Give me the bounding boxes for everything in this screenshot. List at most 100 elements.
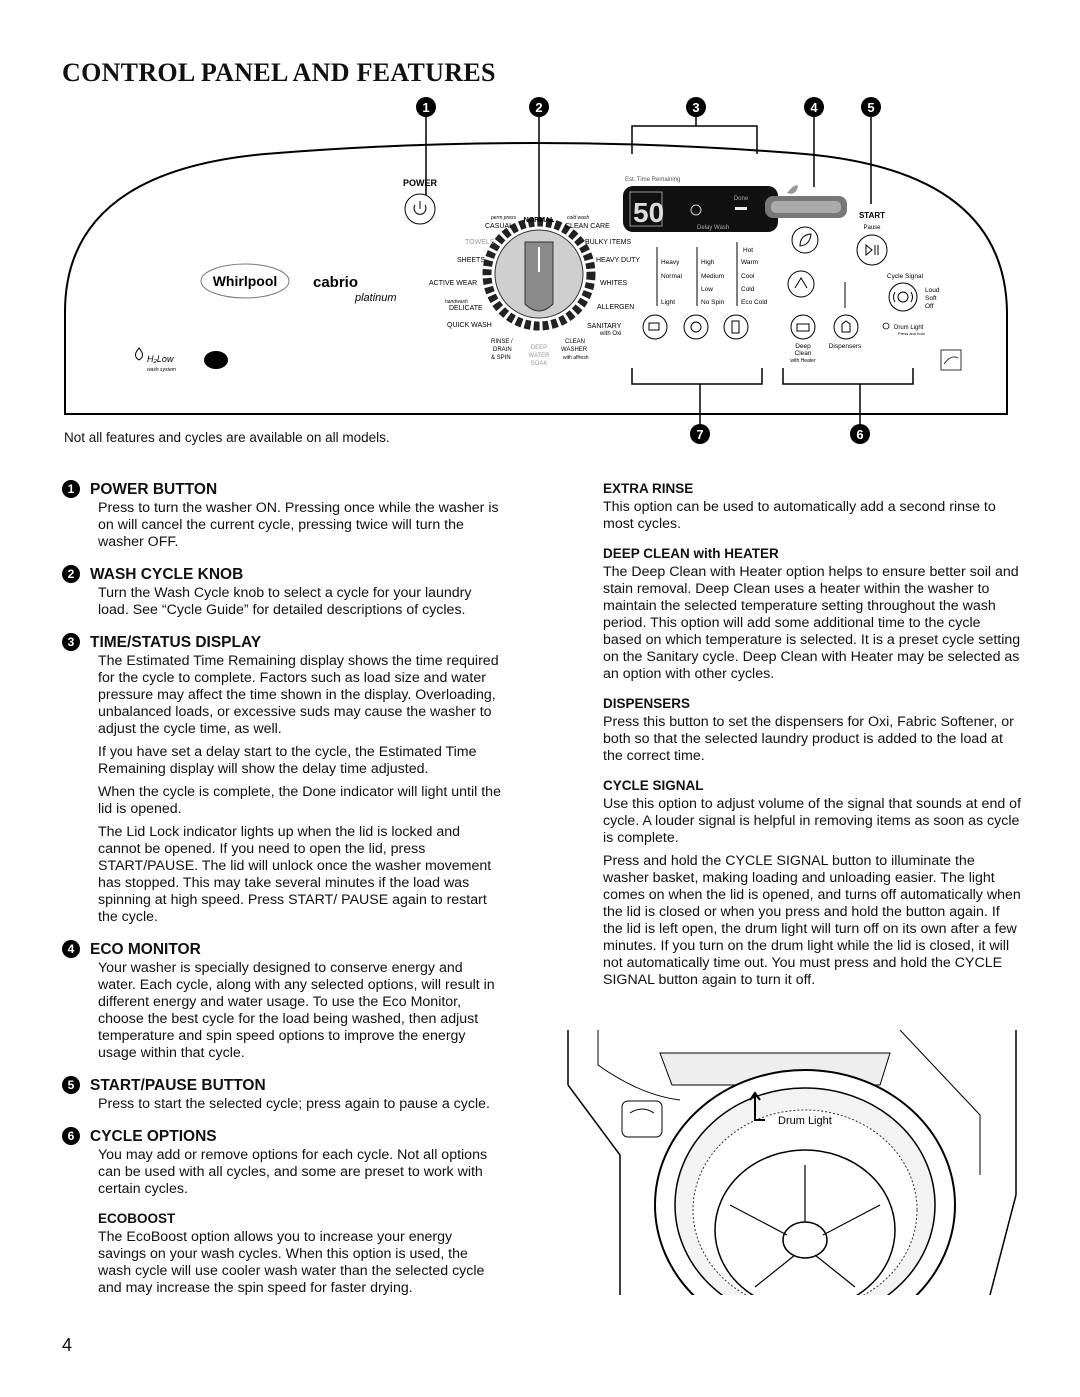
dispensers-heading: DISPENSERS: [603, 696, 691, 711]
h2low-icon: [135, 347, 143, 361]
svg-text:No Spin: No Spin: [701, 299, 725, 306]
callout-3: 3: [686, 97, 706, 117]
washer-drum-illustration: Drum Light: [567, 1029, 1017, 1295]
svg-text:Light: Light: [661, 299, 675, 306]
deep-clean-button[interactable]: [790, 314, 816, 340]
svg-text:& SPIN: & SPIN: [491, 355, 511, 361]
svg-text:High: High: [701, 259, 715, 266]
svg-text:Eco Cold: Eco Cold: [741, 299, 768, 306]
svg-text:SOAK: SOAK: [531, 361, 548, 367]
svg-text:Warm: Warm: [741, 259, 758, 266]
svg-text:with Heater: with Heater: [790, 358, 816, 364]
svg-text:with Oxi: with Oxi: [599, 331, 621, 337]
svg-text:3: 3: [692, 100, 699, 115]
svg-text:SHEETS: SHEETS: [457, 257, 485, 264]
svg-text:cold wash: cold wash: [567, 215, 589, 221]
svg-text:5: 5: [867, 100, 874, 115]
page-number: 4: [62, 1335, 73, 1355]
svg-text:DEEP: DEEP: [531, 345, 547, 351]
svg-text:2: 2: [535, 100, 542, 115]
callout-1: 1: [416, 97, 436, 117]
cycle-signal-button[interactable]: [888, 282, 918, 312]
callout-5: 5: [861, 97, 881, 117]
svg-text:Heavy: Heavy: [661, 259, 680, 266]
extra-rinse-heading: EXTRA RINSE: [603, 481, 694, 496]
svg-text:6: 6: [856, 427, 863, 442]
svg-text:Off: Off: [925, 303, 934, 310]
time-status-display: 50 Done Delay Wash: [623, 186, 778, 232]
svg-text:SANITARY: SANITARY: [587, 323, 622, 330]
ecoboost-button[interactable]: [791, 226, 819, 254]
svg-text:Low: Low: [701, 286, 713, 293]
delay-wash-label: Delay Wash: [697, 225, 729, 231]
power-icon[interactable]: [404, 193, 436, 225]
callout-2: 2: [529, 97, 549, 117]
cycle-signal-label: Cycle Signal: [887, 273, 924, 280]
svg-text:ACTIVE WEAR: ACTIVE WEAR: [429, 280, 477, 287]
svg-text:Press and hold: Press and hold: [898, 331, 925, 336]
spin-button[interactable]: [683, 314, 709, 340]
svg-text:Soft: Soft: [925, 295, 937, 302]
svg-text:Hot: Hot: [743, 247, 753, 254]
callout-4: 4: [804, 97, 824, 117]
svg-text:HEAVY DUTY: HEAVY DUTY: [596, 257, 640, 264]
whirlpool-logo: Whirlpool: [200, 263, 290, 299]
svg-text:with affresh: with affresh: [563, 355, 589, 361]
svg-text:TOWELS: TOWELS: [465, 239, 495, 246]
svg-text:BULKY ITEMS: BULKY ITEMS: [585, 239, 631, 246]
callout-7: 7: [690, 424, 710, 444]
model-sub: platinum: [354, 292, 397, 304]
svg-text:CLEAN: CLEAN: [565, 339, 585, 345]
temp-button[interactable]: [723, 314, 749, 340]
disclaimer: Not all features and cycles are availabl…: [64, 430, 390, 445]
drum-light-icon: [882, 322, 890, 330]
svg-text:Drum Light: Drum Light: [894, 325, 924, 331]
svg-text:NORMAL: NORMAL: [524, 217, 555, 224]
svg-text:CLEAN CARE: CLEAN CARE: [565, 223, 610, 230]
svg-text:4: 4: [810, 100, 818, 115]
wash-cycle-knob[interactable]: [482, 217, 596, 331]
time-digits: 50: [633, 197, 664, 228]
dispenser-icon: [621, 1100, 663, 1138]
svg-text:RINSE /: RINSE /: [491, 339, 513, 345]
svg-text:Whirlpool: Whirlpool: [213, 273, 278, 289]
eco-monitor: [765, 185, 847, 218]
dispensers-button[interactable]: [833, 314, 859, 340]
svg-text:Loud: Loud: [925, 287, 940, 294]
drum-light-icon: [749, 1091, 765, 1121]
right-column: EXTRA RINSE This option can be used to a…: [603, 481, 1022, 988]
start-pause-icon[interactable]: [856, 234, 888, 266]
svg-text:handwash: handwash: [445, 299, 468, 305]
start-label: START: [859, 211, 885, 220]
cycle-signal-heading: CYCLE SIGNAL: [603, 778, 704, 793]
lid-lock-icon: [690, 204, 702, 216]
svg-text:Clean: Clean: [795, 350, 812, 357]
svg-text:Deep: Deep: [795, 343, 811, 350]
energy-star-icon: [940, 349, 962, 371]
lid-dot: [204, 351, 228, 369]
ecoboost-text: The EcoBoost option allows you to increa…: [98, 1229, 485, 1296]
deep-clean-heading: DEEP CLEAN with HEATER: [603, 546, 779, 561]
svg-text:Medium: Medium: [701, 273, 724, 280]
done-label: Done: [734, 196, 749, 202]
extra-rinse-button[interactable]: [787, 270, 815, 298]
svg-text:WHITES: WHITES: [600, 280, 628, 287]
power-label: POWER: [403, 178, 438, 188]
ecoboost-heading: ECOBOOST: [98, 1211, 176, 1226]
pause-label: Pause: [863, 225, 881, 231]
est-time-label: Est. Time Remaining: [625, 177, 680, 183]
h2low-label: H₂Low: [147, 354, 174, 364]
svg-text:DELICATE: DELICATE: [449, 305, 483, 312]
control-panel-diagram: 1 2 3 4 5 7 6 POWER Whirlpool cabrio pla…: [64, 97, 1008, 444]
model-name: cabrio: [313, 274, 358, 291]
svg-text:QUICK WASH: QUICK WASH: [447, 322, 492, 329]
svg-text:WASHER: WASHER: [561, 347, 588, 353]
soil-button[interactable]: [642, 314, 668, 340]
callout-6: 6: [850, 424, 870, 444]
